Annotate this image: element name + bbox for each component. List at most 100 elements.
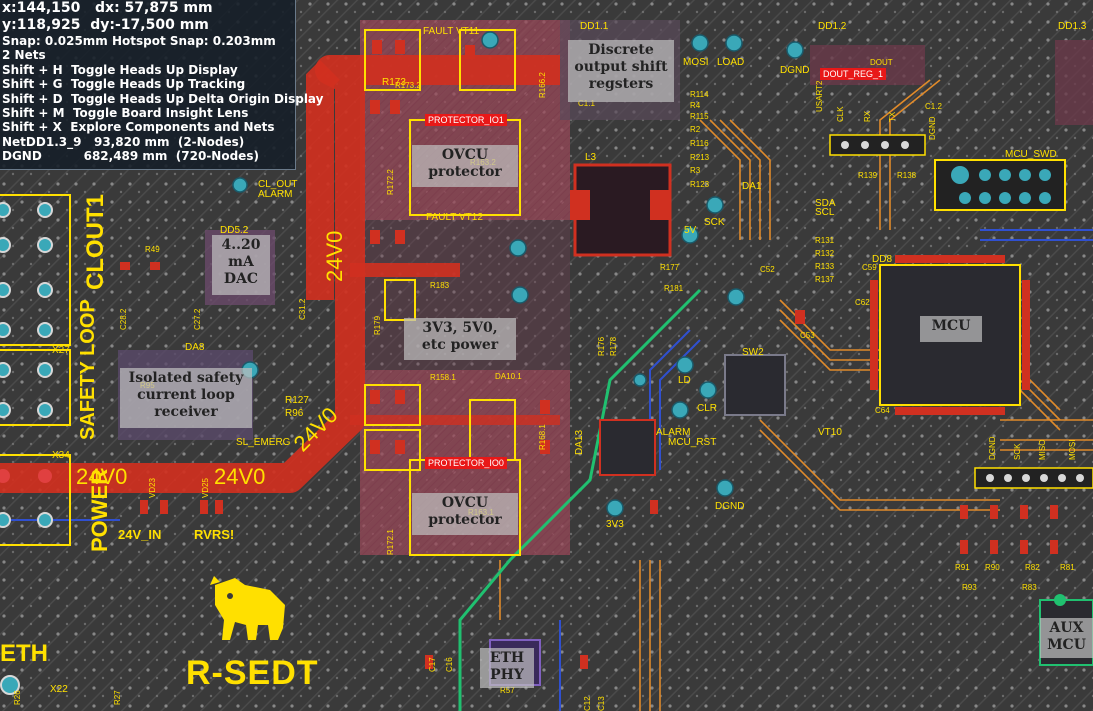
silk-eth: ETH [0, 640, 48, 667]
silk-sda: SDA [815, 198, 836, 209]
svg-text:C13: C13 [597, 696, 606, 711]
block-label-aux-mcu: AUX MCU [1040, 618, 1093, 658]
hud-net-info: NetDD1.3_9 93,820 mm (2-Nodes) [2, 134, 245, 149]
svg-text:R139: R139 [858, 171, 878, 180]
svg-text:C59: C59 [862, 263, 877, 272]
svg-text:C1.2: C1.2 [925, 102, 942, 111]
silk-rvrs: RVRS! [194, 527, 235, 542]
silk-24v-in: 24V_IN [118, 527, 162, 542]
svg-text:R178: R178 [609, 336, 618, 356]
svg-text:R213: R213 [690, 153, 710, 162]
svg-text:R114: R114 [690, 90, 709, 99]
hud-shortcut: Shift + M Toggle Board Insight Lens [2, 106, 249, 121]
silk-dgnd-top: DGND [780, 65, 810, 76]
hud-nets-count: 2 Nets [2, 48, 46, 63]
silk-ld: LD [678, 375, 691, 386]
copper-label-24v0-b: 24V0 [214, 464, 266, 489]
svg-text:R83: R83 [1022, 583, 1037, 592]
heads-up-display: x:144,150 dx: 57,875 mm y:118,925 dy:-17… [0, 0, 323, 170]
svg-text:R176: R176 [597, 336, 606, 356]
svg-text:R172.2: R172.2 [386, 169, 395, 195]
silk-dgnd-bottom: DGND [715, 501, 745, 512]
silk-3v3: 3V3 [606, 519, 624, 530]
hud-dy: dy:-17,500 mm [90, 17, 209, 33]
svg-text:R123: R123 [690, 180, 710, 189]
svg-text:C53: C53 [800, 331, 815, 340]
svg-text:C28.2: C28.2 [119, 308, 128, 330]
svg-text:C1.1: C1.1 [578, 99, 595, 108]
svg-text:R93: R93 [962, 583, 977, 592]
copper-label-24v0-a: 24V0 [76, 464, 128, 489]
silk-cl-out-alarm: CL_OUT ALARM [258, 179, 298, 200]
silk-sw2: SW2 [742, 347, 764, 358]
silk-fault-vt12: FAULT VT12 [426, 212, 483, 223]
svg-text:R57: R57 [500, 686, 515, 695]
svg-text:R4: R4 [690, 101, 701, 110]
svg-text:R168.1: R168.1 [538, 424, 547, 450]
svg-text:R166.2: R166.2 [538, 72, 547, 98]
block-label-isolated-receiver: Isolated safety current loop receiver [120, 368, 252, 428]
silk-load: LOAD [717, 57, 745, 68]
silk-vt10: VT10 [818, 427, 842, 438]
block-label-ovcu-top: OVCU protector [412, 145, 518, 187]
silk-safety-loop: SAFETY LOOP [77, 299, 99, 440]
block-label-dac: 4..20 mA DAC [212, 235, 270, 295]
silk-sl-emerg: SL_EMERG [236, 437, 291, 448]
logo-text: R-SEDT [186, 654, 319, 692]
svg-text:R131: R131 [815, 236, 835, 245]
silk-r127: R127 [285, 395, 309, 406]
silk-fault-vt11: FAULT VT11 [423, 26, 480, 37]
block-label-shift-registers: Discrete output shift regsters [568, 40, 674, 102]
svg-text:C64: C64 [875, 406, 890, 415]
svg-text:DA10.1: DA10.1 [495, 372, 522, 381]
silk-da1: DA1 [742, 181, 762, 192]
net-tag-protector-io1: PROTECTOR_IO1 [425, 114, 507, 126]
svg-text:R172.1: R172.1 [386, 529, 395, 555]
svg-text:R3: R3 [690, 166, 701, 175]
svg-text:SCK: SCK [1013, 443, 1022, 460]
svg-text:VD23: VD23 [148, 477, 157, 498]
silk-l3: L3 [585, 152, 597, 163]
svg-text:DOUT: DOUT [870, 58, 893, 67]
silk-5v: 5V [684, 225, 697, 236]
hud-x: x:144,150 [2, 0, 81, 16]
svg-text:C62: C62 [855, 298, 870, 307]
net-tag-dout-reg: DOUT_REG_1 [820, 68, 887, 80]
svg-text:C27.2: C27.2 [193, 308, 202, 330]
svg-text:DGND: DGND [928, 116, 937, 140]
svg-text:DGND: DGND [988, 436, 997, 460]
svg-text:R27: R27 [113, 690, 122, 705]
silk-clr: CLR [697, 403, 718, 414]
silk-da8: DA8 [185, 342, 205, 353]
hud-coordinates-row-1: x:144,150 dx: 57,875 mm [2, 0, 295, 17]
block-label-eth-phy: ETH PHY [480, 648, 534, 688]
svg-text:CLK: CLK [836, 106, 845, 122]
svg-text:R26: R26 [13, 690, 22, 705]
hud-shortcut: Shift + G Toggle Heads Up Tracking [2, 77, 246, 92]
hud-y: y:118,925 [2, 17, 81, 33]
hud-shortcut: Shift + X Explore Components and Nets [2, 120, 275, 135]
svg-text:R181: R181 [664, 284, 684, 293]
svg-text:R115: R115 [690, 112, 709, 121]
svg-text:MISO: MISO [1038, 440, 1047, 460]
silk-sck: SCK [704, 217, 725, 228]
hud-dx: dx: 57,875 mm [95, 0, 213, 16]
svg-text:R49: R49 [145, 245, 160, 254]
silk-mcu-rst: MCU_RST [668, 437, 717, 448]
block-label-power: 3V3, 5V0, etc power [404, 318, 516, 360]
svg-text:R90: R90 [985, 563, 1000, 572]
svg-text:R82: R82 [1025, 563, 1040, 572]
silk-r173: R173 [382, 77, 406, 88]
svg-text:C17: C17 [428, 657, 437, 672]
silk-mcu-swd: MCU_SWD [1005, 149, 1057, 160]
svg-text:R81: R81 [1060, 563, 1075, 572]
silk-clout1: CLOUT1 [82, 194, 109, 290]
silk-x27: X27 [52, 345, 70, 356]
svg-text:TX: TX [888, 111, 897, 122]
silk-x22: X22 [50, 684, 68, 695]
svg-text:R138: R138 [897, 171, 917, 180]
hud-net-info: DGND 682,489 mm (720-Nodes) [2, 149, 259, 164]
svg-text:R179: R179 [373, 315, 382, 335]
silk-dd11: DD1.1 [580, 21, 609, 32]
silk-dd13: DD1.3 [1058, 21, 1087, 32]
